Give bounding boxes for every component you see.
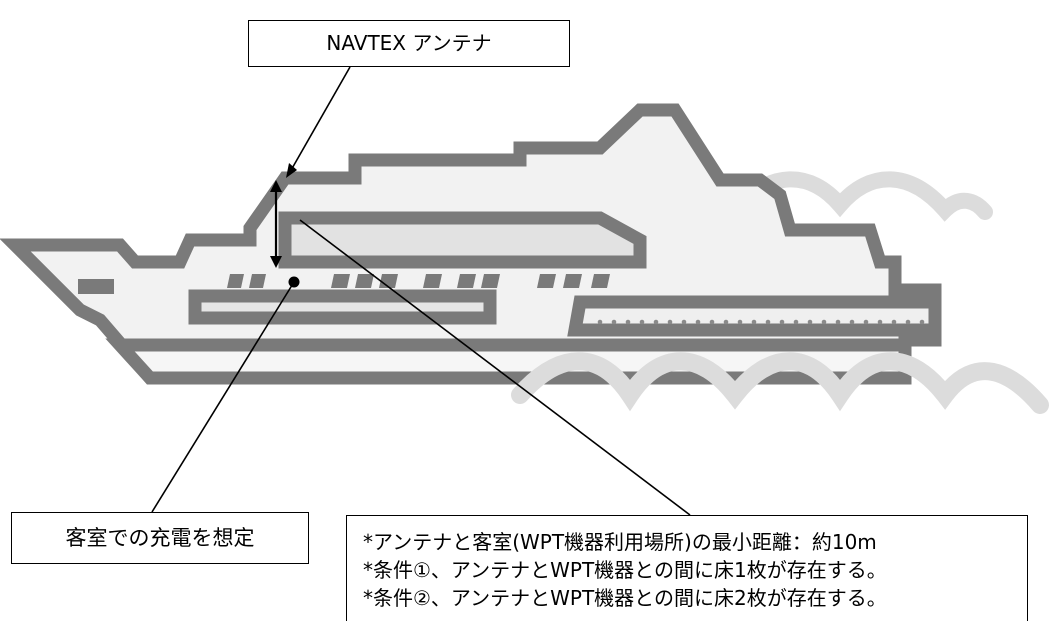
conditions-note-box: *アンテナと客室(WPT機器利用場所)の最小距離：約10m *条件①、アンテナと…	[346, 515, 1028, 621]
callout-lines	[151, 66, 691, 516]
note-distance: *アンテナと客室(WPT機器利用場所)の最小距離：約10m	[363, 530, 877, 554]
notes-pointer-line	[299, 219, 691, 516]
distance-arrow	[270, 180, 282, 268]
charging-point-dot	[288, 276, 300, 288]
middle-deck-band	[188, 289, 497, 325]
porthole-row	[597, 319, 925, 325]
charging-label: 客室での充電を想定	[65, 526, 255, 550]
note-condition-2: *条件②、アンテナとWPT機器との間に床2枚が存在する。	[363, 586, 887, 610]
waves-back	[727, 171, 993, 222]
bow-panel	[78, 279, 114, 294]
antenna-label: NAVTEX アンテナ	[326, 31, 492, 55]
antenna-label-box: NAVTEX アンテナ	[248, 20, 570, 67]
charging-label-box: 客室での充電を想定	[11, 512, 309, 564]
charging-pointer-line	[151, 281, 295, 513]
antenna-pointer-arrowhead	[286, 163, 297, 178]
upper-deck-band	[278, 211, 647, 269]
antenna-pointer-line	[289, 66, 351, 173]
aft-hull-panel	[567, 295, 942, 337]
waves-front	[511, 352, 1049, 414]
ship-body	[0, 103, 942, 385]
window-row	[227, 274, 610, 288]
note-condition-1: *条件①、アンテナとWPT機器との間に床1枚が存在する。	[363, 558, 887, 582]
